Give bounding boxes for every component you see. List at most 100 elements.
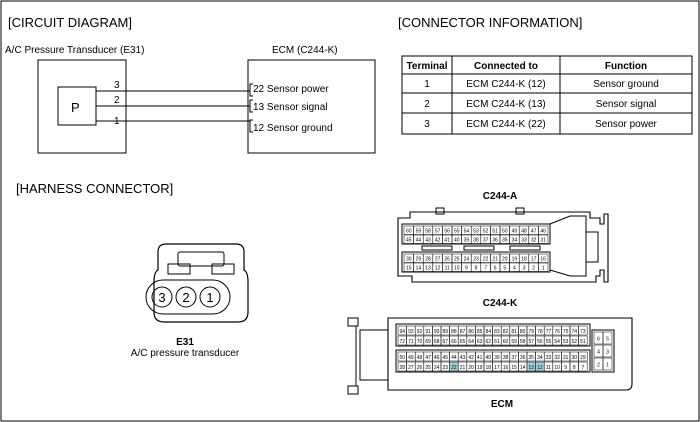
ecm-pin-bracket-12	[249, 119, 253, 133]
wire-pin-2: 2	[114, 95, 120, 106]
pin-number: 18	[521, 257, 527, 263]
ecm-label: ECM (C244-K)	[272, 45, 338, 56]
pin-number: 43	[425, 238, 431, 244]
e31-name: E31	[176, 337, 194, 348]
pin-number: 20	[468, 365, 474, 371]
pin-number: 36	[520, 355, 526, 361]
pin-number: 41	[477, 355, 483, 361]
table-cell: Sensor signal	[596, 99, 657, 110]
c244a-label: C244-A	[483, 191, 517, 202]
pin-number: 43	[460, 355, 466, 361]
pin-number: 44	[451, 355, 457, 361]
pin-number: 50	[502, 229, 508, 235]
pin-number: 22	[483, 257, 489, 263]
ecm-pin-bracket-13	[249, 99, 253, 113]
pin-number: 25	[454, 257, 460, 263]
pin-number: 14	[520, 365, 526, 371]
table-cell: 1	[424, 79, 430, 90]
pin-number: 61	[494, 339, 500, 345]
ecm-pin-bracket-22	[249, 83, 253, 97]
pin-number: 42	[435, 238, 441, 244]
pin-number: 38	[473, 238, 479, 244]
pin-number: 15	[406, 266, 412, 272]
pin-number: 58	[520, 339, 526, 345]
pin-number: 75	[563, 329, 569, 335]
pin-number: 91	[425, 329, 431, 335]
pin-number: 47	[425, 355, 431, 361]
pin-number: 51	[492, 229, 498, 235]
pin-number: 23	[473, 257, 479, 263]
pin-number: 56	[444, 229, 450, 235]
pin-number: 11	[445, 266, 450, 272]
pin-number: 8	[573, 365, 576, 371]
pin-number: 29	[580, 355, 586, 361]
pin-number: 21	[492, 257, 498, 263]
circuit-diagram-title: [CIRCUIT DIAGRAM]	[8, 15, 132, 30]
pin-cell	[578, 361, 588, 372]
pin-number: 11	[546, 365, 551, 371]
pin-number: 92	[417, 329, 423, 335]
pin-cell	[578, 351, 588, 362]
pin-number: 21	[460, 365, 466, 371]
pin-number: 9	[564, 365, 567, 371]
pin-number: 46	[540, 229, 546, 235]
pin-number: 89	[443, 329, 449, 335]
pin-number: 76	[554, 329, 560, 335]
e31-pin-label: 1	[206, 290, 213, 305]
pin-number: 57	[529, 339, 535, 345]
table-cell: ECM C244-K (12)	[466, 79, 545, 90]
pin-number: 19	[477, 365, 483, 371]
harness-connector-title: [HARNESS CONNECTOR]	[16, 181, 173, 196]
table-cell: ECM C244-K (22)	[466, 119, 545, 130]
pin-number: 47	[531, 229, 537, 235]
pin-number: 34	[537, 355, 543, 361]
side-pin-number: 2	[597, 363, 600, 369]
pin-number: 63	[477, 339, 483, 345]
pin-number: 22	[451, 365, 457, 371]
pin-number: 18	[486, 365, 492, 371]
pin-number: 31	[563, 355, 569, 361]
pin-number: 49	[512, 229, 518, 235]
pin-number: 29	[416, 257, 422, 263]
pin-number: 90	[434, 329, 440, 335]
pin-number: 39	[494, 355, 500, 361]
side-pin-number: 6	[597, 337, 600, 343]
pin-number: 69	[425, 339, 431, 345]
ecm-pin-13: 13 Sensor signal	[253, 102, 328, 113]
e31-description: A/C pressure transducer	[131, 348, 240, 359]
pin-number: 59	[416, 229, 422, 235]
pin-number: 35	[502, 238, 508, 244]
pin-number: 82	[503, 329, 509, 335]
pin-number: 80	[520, 329, 526, 335]
pin-number: 56	[537, 339, 543, 345]
pin-number: 24	[464, 257, 470, 263]
connector-info-title: [CONNECTOR INFORMATION]	[398, 15, 582, 30]
pin-number: 2	[532, 266, 535, 272]
pin-number: 31	[540, 238, 546, 244]
table-cell: Sensor power	[595, 119, 657, 130]
pin-number: 94	[400, 329, 406, 335]
pin-number: 60	[406, 229, 412, 235]
pin-number: 83	[494, 329, 500, 335]
pin-number: 3	[523, 266, 526, 272]
pin-number: 93	[408, 329, 414, 335]
pin-number: 88	[451, 329, 457, 335]
pin-number: 45	[443, 355, 449, 361]
pin-number: 44	[416, 238, 422, 244]
wire-pin-3: 3	[114, 80, 120, 91]
pin-number: 74	[572, 329, 578, 335]
pin-number: 27	[408, 365, 414, 371]
pin-number: 28	[425, 257, 431, 263]
pin-number: 26	[417, 365, 423, 371]
pin-number: 65	[460, 339, 466, 345]
pin-cell	[538, 234, 549, 244]
pin-number: 7	[484, 266, 487, 272]
pin-number: 32	[554, 355, 560, 361]
pin-number: 30	[406, 257, 412, 263]
pin-number: 16	[540, 257, 546, 263]
e31-pin-1	[199, 286, 221, 308]
pin-number: 52	[572, 339, 578, 345]
pin-number: 37	[483, 238, 489, 244]
